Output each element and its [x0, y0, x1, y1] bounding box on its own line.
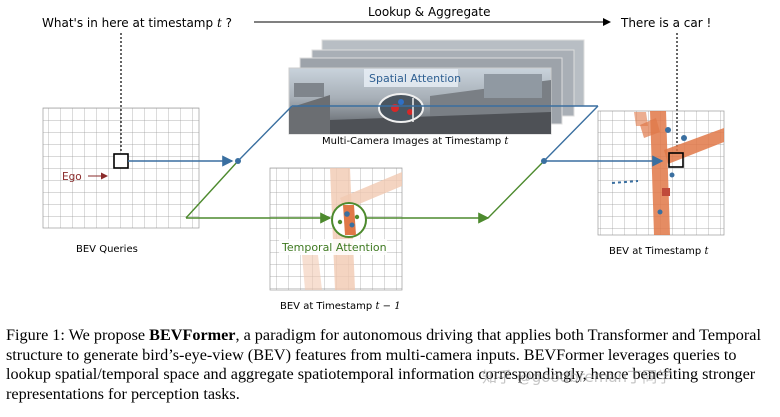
model-name: BEVFormer	[149, 326, 236, 344]
svg-text:What's in here at timestamp t: What's in here at timestamp t ?	[42, 16, 232, 30]
multicam-label: Multi-Camera Images at Timestamp t	[322, 136, 509, 147]
temporal-attention-box	[279, 239, 387, 255]
bevformer-figure: What's in here at timestamp t ? Lookup &…	[42, 5, 725, 312]
spatial-flow	[128, 105, 664, 167]
bev-now-label: BEV at Timestamp t	[609, 246, 709, 257]
spatial-attention-label: Spatial Attention	[369, 72, 461, 85]
lookup-label: Lookup & Aggregate	[368, 5, 491, 19]
watermark: 知乎 @goodbreman丁同学	[482, 368, 673, 386]
bev-queries-grid: Ego	[42, 107, 200, 229]
ego-label: Ego	[62, 171, 82, 183]
bev-prev-grid	[269, 167, 403, 291]
fusion-node-right	[541, 158, 547, 164]
spatial-attention-box	[364, 69, 458, 87]
temporal-attention-label: Temporal Attention	[281, 241, 387, 254]
figure-caption: Figure 1: We propose BEVFormer, a paradi…	[6, 326, 761, 403]
bev-now-grid	[597, 110, 725, 236]
temporal-flow	[185, 160, 545, 224]
answer-label: There is a car !	[620, 16, 711, 30]
bev-queries-label: BEV Queries	[76, 244, 138, 255]
fusion-node-left	[235, 158, 241, 164]
top-question: What's in here at timestamp t ?	[42, 16, 232, 30]
bev-prev-label: BEV at Timestamp t − 1	[280, 301, 401, 312]
